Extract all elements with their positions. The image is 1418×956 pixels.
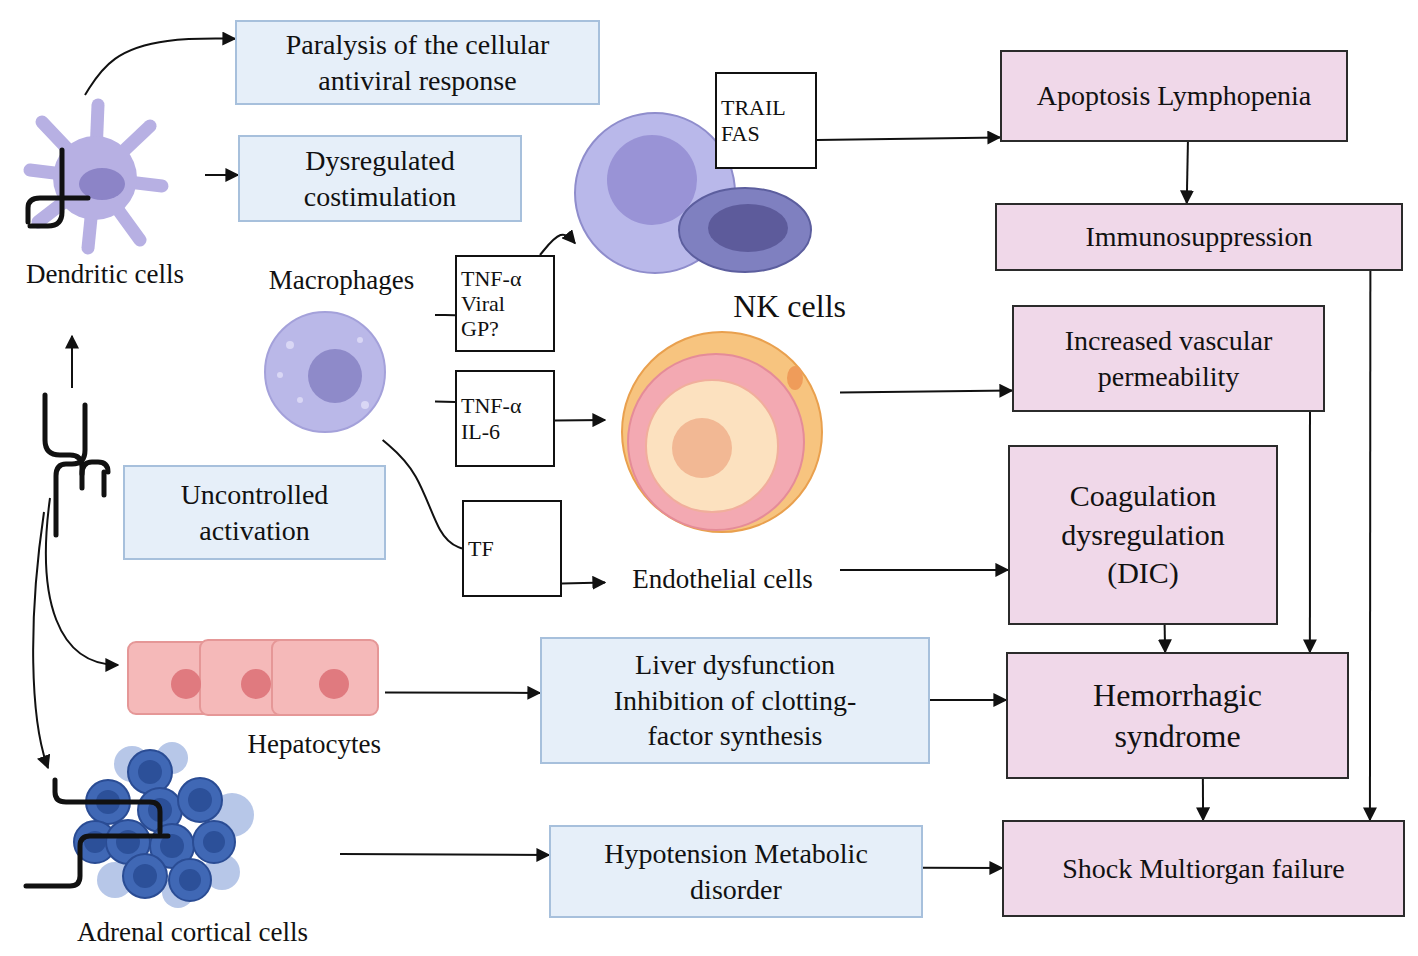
effect-box: Liver dysfunction Inhibition of clotting… [540,637,930,764]
connector-arrow [540,235,575,255]
macrophage-figure [265,312,385,432]
box-text: Hemorrhagic syndrome [1058,675,1298,757]
connector-arrow [562,582,605,585]
connector-arrow [1369,271,1371,820]
box-text: Apoptosis Lymphopenia [1037,78,1312,114]
virus-strand [28,150,88,226]
cell-label: Adrenal cortical cells [45,917,340,948]
effect-box: Dysregulated costimulation [238,135,522,222]
outcome-box: Shock Multiorgan failure [1002,820,1405,917]
connector-arrow [1309,412,1311,652]
mediator-box: TNF-α IL-6 [455,370,555,467]
box-text: TNF-α Viral GP? [461,266,533,342]
adrenal-cell-figure [74,742,254,908]
connector-arrow [1187,142,1188,203]
box-text: Dysregulated costimulation [265,143,495,215]
cell-figure: Hepatocytes [125,635,385,760]
cell-label: Endothelial cells [605,564,840,595]
connector-arrow [1164,625,1167,652]
cell-label: NK cells [733,288,846,325]
mediator-box: TF [462,500,562,597]
connector-arrow [923,867,1002,869]
connector-arrow [817,137,1000,140]
box-text: TRAIL FAS [721,95,801,146]
outcome-box: Hemorrhagic syndrome [1006,652,1349,779]
connector-arrow [435,401,455,404]
connector-arrow [385,692,540,694]
cell-figure: Dendritic cells [5,95,205,290]
box-text: TNF-α IL-6 [461,393,533,444]
connector-arrow [840,569,1008,571]
outcome-box: Immunosuppression [995,203,1403,271]
outcome-box: Increased vascular permeability [1012,305,1325,412]
infection-arrow [33,336,118,768]
cell-label: Macrophages [248,265,435,296]
hepatocyte-figure [128,640,378,715]
connector-arrow [1202,779,1204,820]
box-text: TF [468,536,494,561]
connector-arrow [340,854,549,855]
box-text: Shock Multiorgan failure [1062,851,1345,887]
cell-figure: Macrophages [248,265,435,440]
mediator-box: TNF-α Viral GP? [455,255,555,352]
outcome-box: Apoptosis Lymphopenia [1000,50,1348,142]
connector-arrow [85,39,235,95]
box-text: Hypotension Metabolic disorder [576,836,896,908]
connector-arrow [205,174,238,176]
cell-label: Dendritic cells [5,259,205,290]
box-text: Immunosuppression [1085,219,1312,255]
box-text: Paralysis of the cellular antiviral resp… [253,27,583,99]
connector-arrow [555,419,605,421]
dendritic-cell-figure [30,105,162,248]
endothelial-cell-figure [622,332,822,532]
effect-box: Paralysis of the cellular antiviral resp… [235,20,600,105]
connector-arrow [930,699,1006,701]
cell-figure: Endothelial cells [605,345,840,595]
connector-arrow [435,314,455,316]
box-text: Coagulation dysregulation (DIC) [1031,477,1256,592]
effect-box: Uncontrolled activation [123,465,386,560]
box-text: Increased vascular permeability [1034,323,1304,395]
connector-arrow [840,391,1012,393]
mediator-box: TRAIL FAS [715,72,817,169]
outcome-box: Coagulation dysregulation (DIC) [1008,445,1278,625]
cell-label: Hepatocytes [248,729,381,760]
connector-arrow [383,440,462,549]
box-text: Liver dysfunction Inhibition of clotting… [585,647,885,754]
effect-box: Hypotension Metabolic disorder [549,825,923,918]
box-text: Uncontrolled activation [155,477,355,549]
cell-figure: Adrenal cortical cells [45,745,340,948]
